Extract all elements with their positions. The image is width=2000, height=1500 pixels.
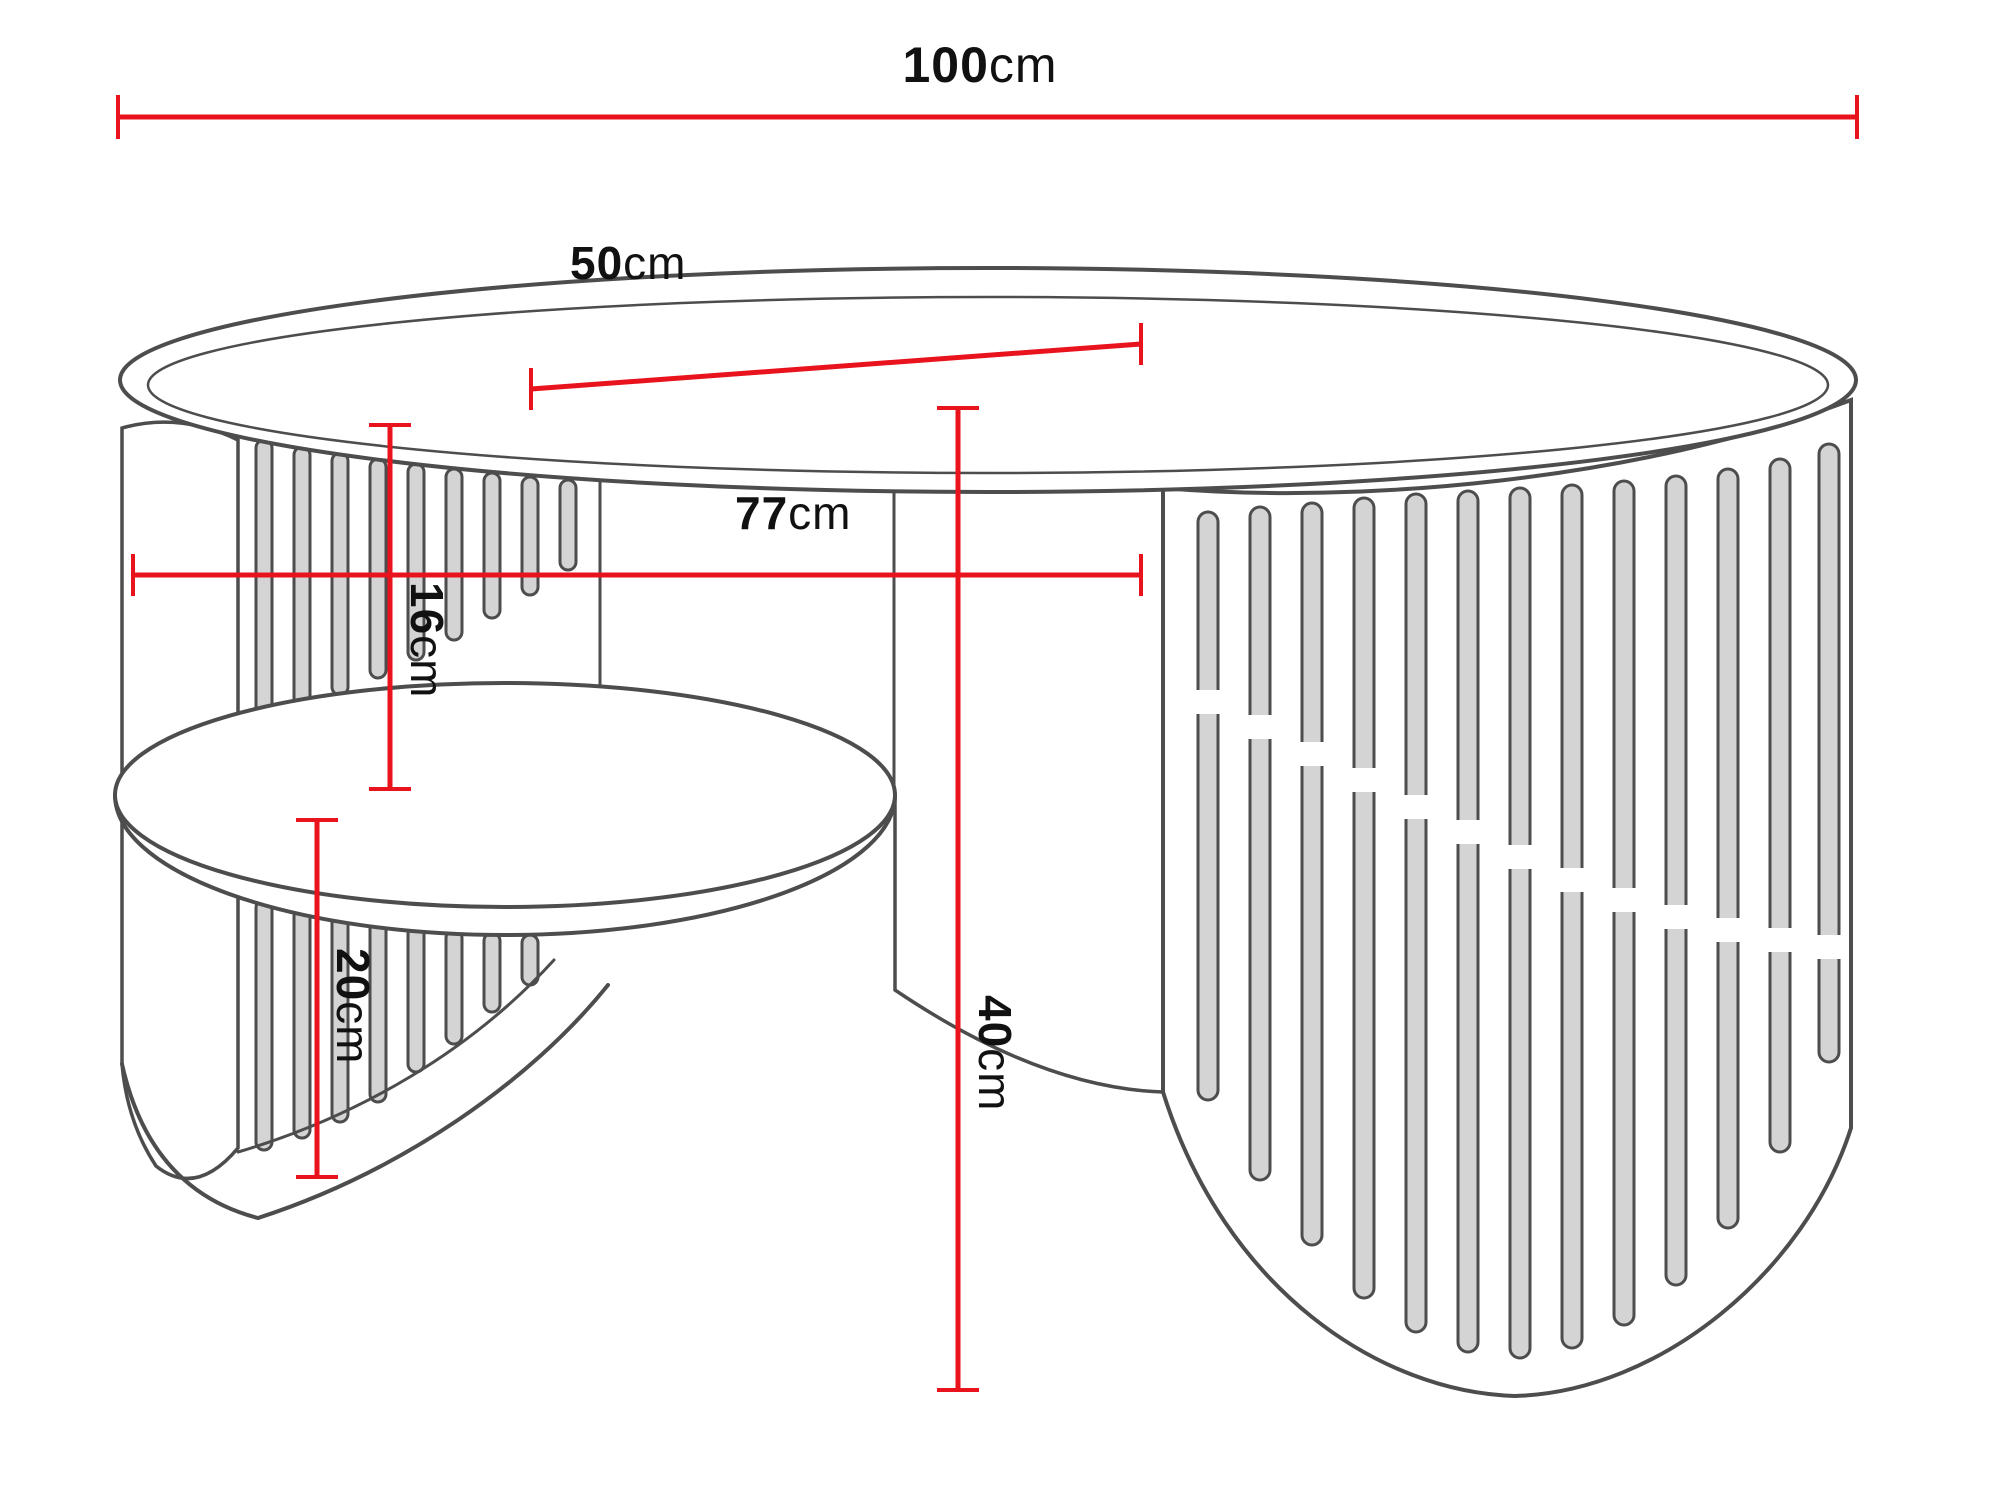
slat [482,471,502,620]
slat-gap [1195,690,1221,714]
dimension-label-shelf-clearance: 16cm [401,582,453,699]
slat-gap [1611,888,1637,912]
dimension-label-width: 100cm [850,38,1110,93]
dimension-label-inner-width: 77cm [735,488,852,539]
tabletop-inner-rim [146,295,1830,475]
dimension-unit: cm [327,1001,379,1065]
dimension-unit: cm [401,635,453,699]
dimension-unit: cm [988,37,1058,93]
slat [292,445,312,712]
dimension-value: 20 [327,948,379,1002]
interior-edges [598,478,896,792]
slat [1716,467,1740,1230]
slat [368,457,388,680]
shelf [112,681,898,937]
slat-gap [1507,845,1533,869]
dimension-unit: cm [623,237,687,289]
under-shelf-edge [893,798,1165,1094]
slat [1560,483,1584,1350]
dimension-label-overall-height: 40cm [969,995,1021,1112]
shelf-top [113,681,897,909]
slat-gap [1663,905,1689,929]
slat [254,898,274,1152]
slat [558,478,578,572]
dimension-value: 50 [570,237,624,289]
right-panel-slats [1195,442,1842,1360]
base-rim-outer [256,983,610,1220]
slat-gap [1299,742,1325,766]
slat [1817,442,1841,1064]
slat [406,924,426,1074]
dimension-value: 100 [902,37,989,93]
dimension-line-depth [530,341,1142,392]
slat-gap [1351,768,1377,792]
dimension-label-base-height: 20cm [327,948,379,1065]
tabletop-outer-rim [118,266,1858,494]
slat [1664,474,1688,1287]
slat [1456,489,1480,1354]
dimension-value: 40 [969,995,1021,1049]
slat-gap [1403,795,1429,819]
dimension-unit: cm [969,1048,1021,1112]
dimension-label-depth: 50cm [570,238,687,289]
slat [1768,457,1792,1154]
slat-gap [1816,935,1842,959]
slat [254,438,274,727]
dimension-unit: cm [788,487,852,539]
dimension-value: 16 [401,582,453,636]
slat [1508,486,1532,1360]
slat [292,906,312,1140]
slat [1300,501,1324,1247]
slat-gap [1715,918,1741,942]
right-slat-panel [1161,397,1853,1399]
tabletop [118,266,1858,494]
slat [1196,510,1220,1102]
slat-gap [1455,820,1481,844]
slat-gap [1247,715,1273,739]
left-base-rim [236,958,610,1220]
slat [482,931,502,1014]
left-shell-bottom-curve [120,1062,260,1220]
slat [1352,496,1376,1300]
slat-gap [1559,868,1585,892]
slat [1248,505,1272,1182]
slat [1404,492,1428,1334]
dimension-lines [116,95,1859,1392]
slat-gap [1767,928,1793,952]
slat [444,928,464,1046]
dimension-value: 77 [735,487,789,539]
lower-left-slats [254,898,540,1152]
base-rim-inner [236,958,556,1154]
